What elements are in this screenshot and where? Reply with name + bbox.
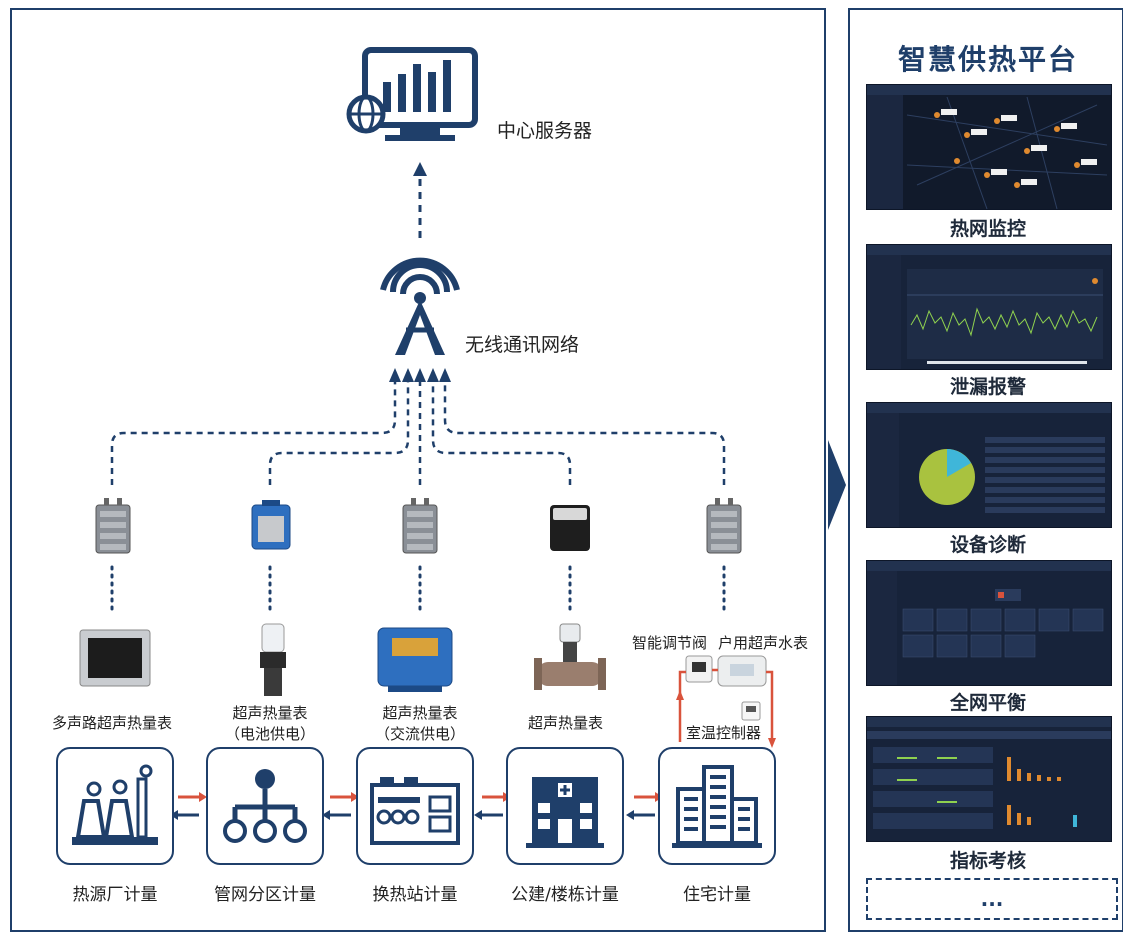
cards-thumbnail-icon <box>867 561 1111 685</box>
meter-label-battery: 超声热量表 （电池供电） <box>214 702 326 744</box>
more-modules-box: ... <box>866 878 1118 920</box>
pie-table-thumbnail-icon <box>867 403 1111 527</box>
server-label: 中心服务器 <box>497 120 593 142</box>
meter-power: （交流供电） <box>374 725 465 743</box>
stage-label-residential: 住宅计量 <box>683 885 751 905</box>
meter-label-multipath: 多声路超声热量表 <box>52 714 173 732</box>
stage-residential <box>658 747 776 865</box>
collector-4-icon <box>550 505 590 551</box>
room-controller-label: 室温控制器 <box>686 724 762 742</box>
smart-valve-icon <box>685 655 713 683</box>
module-label-equipment-diagnosis: 设备诊断 <box>949 534 1026 556</box>
screenshot-heat-network <box>866 84 1112 210</box>
wireless-tower-icon <box>380 257 460 355</box>
meter-name: 超声热量表 <box>232 704 308 722</box>
diagram-graphics <box>79 47 776 820</box>
screenshot-network-balance <box>866 560 1112 686</box>
server-monitor-icon <box>346 47 478 141</box>
screenshot-indicator-assessment <box>866 716 1112 842</box>
meter-name: 超声热量表 <box>382 704 458 722</box>
stage-label-pipe-network: 管网分区计量 <box>214 885 316 905</box>
station-icon <box>370 777 460 845</box>
factory-icon <box>72 764 158 845</box>
screenshot-equipment-diagnosis <box>866 402 1112 528</box>
room-controller-icon <box>741 701 761 721</box>
meter-label-ultrasonic: 超声热量表 <box>528 714 604 732</box>
module-label-heat-network: 热网监控 <box>949 218 1026 240</box>
network-label: 无线通讯网络 <box>465 334 580 356</box>
ultrasonic-meter-icon <box>534 623 606 690</box>
stage-exchange-station <box>356 747 474 865</box>
collector-3-icon <box>402 498 438 554</box>
residential-icon <box>672 765 762 848</box>
multipath-meter-icon <box>79 629 151 687</box>
network-tree-icon <box>223 769 307 843</box>
stage-label-public-building: 公建/楼栋计量 <box>511 885 619 905</box>
collector-1-icon <box>95 498 131 554</box>
module-label-leak-alarm: 泄漏报警 <box>949 376 1026 398</box>
panel-arrow-icon <box>828 440 846 530</box>
valve-label: 智能调节阀 <box>632 634 708 652</box>
water-meter-icon <box>717 655 767 687</box>
bars-thumbnail-icon <box>867 717 1111 829</box>
ac-meter-icon <box>377 627 453 692</box>
module-label-network-balance: 全网平衡 <box>949 692 1026 714</box>
water-meter-label: 户用超声水表 <box>718 634 809 652</box>
screenshot-leak-alarm <box>866 244 1112 370</box>
meter-power: （电池供电） <box>224 725 315 743</box>
stage-label-heat-source: 热源厂计量 <box>72 885 158 905</box>
module-label-indicator-assessment: 指标考核 <box>949 850 1026 872</box>
collector-2-icon <box>251 500 291 550</box>
battery-meter-icon <box>260 623 286 696</box>
meter-label-ac: 超声热量表 （交流供电） <box>364 702 476 744</box>
stage-pipe-network <box>206 747 324 865</box>
stage-public-building <box>506 747 624 865</box>
collector-5-icon <box>706 498 742 554</box>
platform-title: 智慧供热平台 <box>898 43 1079 76</box>
stage-heat-source <box>56 747 174 865</box>
timeseries-thumbnail-icon <box>867 245 1111 369</box>
stage-label-exchange-station: 换热站计量 <box>372 885 458 905</box>
map-thumbnail-icon <box>867 85 1111 209</box>
building-icon <box>526 777 604 848</box>
